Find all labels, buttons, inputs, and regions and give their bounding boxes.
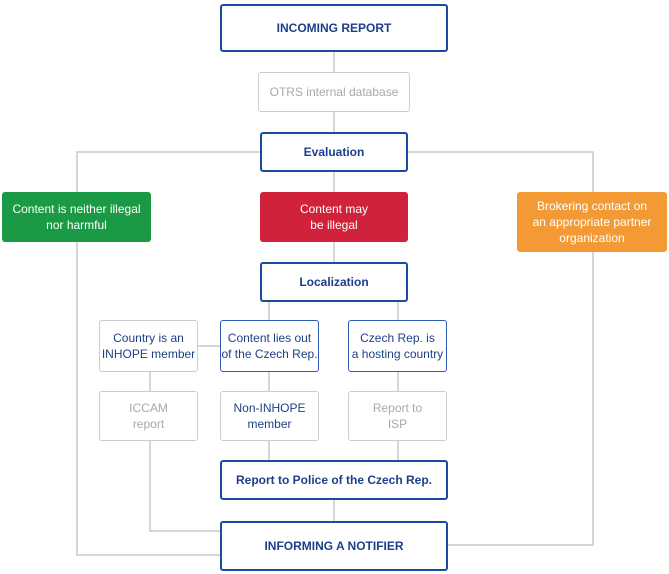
inhope-member-node: Country is an INHOPE member xyxy=(99,320,198,372)
brokering-contact-node: Brokering contact on an appropriate part… xyxy=(517,192,667,252)
otrs-database-node: OTRS internal database xyxy=(258,72,410,112)
report-police-node: Report to Police of the Czech Rep. xyxy=(220,460,448,500)
neither-illegal-node: Content is neither illegal nor harmful xyxy=(2,192,151,242)
incoming-report-node: INCOMING REPORT xyxy=(220,4,448,52)
czech-hosting-node: Czech Rep. is a hosting country xyxy=(348,320,447,372)
evaluation-node: Evaluation xyxy=(260,132,408,172)
out-of-czech-node: Content lies out of the Czech Rep. xyxy=(220,320,319,372)
informing-notifier-node: INFORMING A NOTIFIER xyxy=(220,521,448,571)
non-inhope-node: Non-INHOPE member xyxy=(220,391,319,441)
connector-line xyxy=(76,151,260,556)
connector-line xyxy=(408,151,594,546)
report-to-isp-node: Report to ISP xyxy=(348,391,447,441)
may-be-illegal-node: Content may be illegal xyxy=(260,192,408,242)
connector-line xyxy=(149,441,220,532)
iccam-report-node: ICCAM report xyxy=(99,391,198,441)
localization-node: Localization xyxy=(260,262,408,302)
